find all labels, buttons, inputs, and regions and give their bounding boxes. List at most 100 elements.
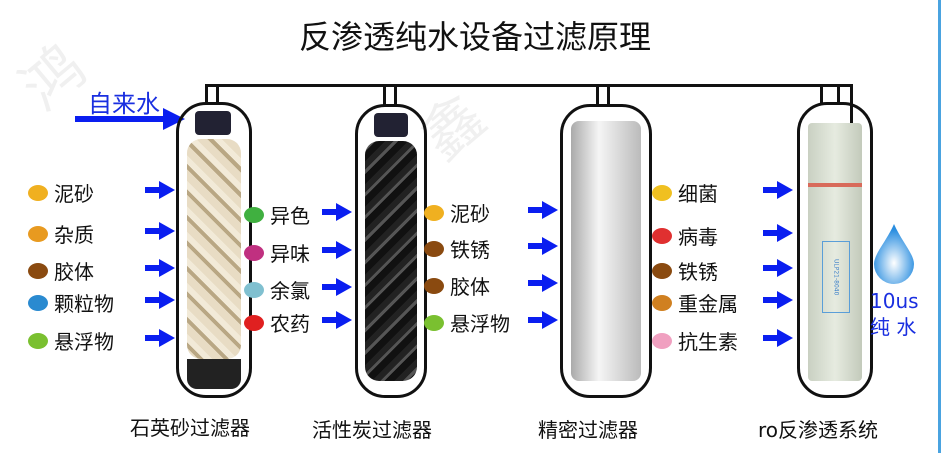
contaminant-item: 胶体 xyxy=(424,271,490,300)
stage-label: 精密过滤器 xyxy=(538,418,638,442)
output-pure-water: 纯 水 xyxy=(870,315,917,339)
contaminant-item: 异色 xyxy=(244,200,310,229)
contaminant-item: 悬浮物 xyxy=(28,326,114,355)
contaminant-icon xyxy=(28,184,48,201)
membrane-label: ULP21-8040 xyxy=(822,241,850,313)
arrow-right-icon xyxy=(145,222,175,240)
contaminant-label: 胶体 xyxy=(54,260,94,284)
pipe-joint xyxy=(205,84,219,104)
arrow-right-icon xyxy=(145,259,175,277)
ro-membrane-vessel: ULP21-8040 xyxy=(797,102,873,398)
stage-label: 活性炭过滤器 xyxy=(312,418,432,442)
contaminant-item: 泥砂 xyxy=(424,198,490,227)
contaminant-label: 余氯 xyxy=(270,279,310,303)
contaminant-icon xyxy=(28,262,48,279)
contaminant-icon xyxy=(28,294,48,311)
contaminant-icon xyxy=(652,294,672,311)
contaminant-item: 铁锈 xyxy=(424,234,490,263)
contaminant-item: 杂质 xyxy=(28,219,94,248)
contaminant-icon xyxy=(424,314,444,331)
carbon-filter-vessel xyxy=(355,104,427,398)
arrow-right-icon xyxy=(145,291,175,309)
arrow-right-icon xyxy=(322,311,352,329)
contaminant-label: 悬浮物 xyxy=(54,330,114,354)
contaminant-label: 铁锈 xyxy=(678,260,718,284)
contaminant-icon xyxy=(424,277,444,294)
sand-filter-vessel xyxy=(176,102,252,398)
precision-filter-vessel xyxy=(560,104,652,398)
pipe-joint xyxy=(820,84,840,104)
contaminant-label: 悬浮物 xyxy=(450,312,510,336)
arrow-right-icon xyxy=(145,181,175,199)
contaminant-icon xyxy=(652,184,672,201)
cartridge-housing xyxy=(571,121,641,381)
contaminant-item: 泥砂 xyxy=(28,178,94,207)
arrow-right-icon xyxy=(528,274,558,292)
membrane-band xyxy=(808,183,862,187)
contaminant-label: 异色 xyxy=(270,204,310,228)
ro-membrane: ULP21-8040 xyxy=(808,123,862,381)
stage-label: ro反渗透系统 xyxy=(758,418,879,442)
contaminant-icon xyxy=(652,262,672,279)
stage-label: 石英砂过滤器 xyxy=(130,416,250,440)
contaminant-item: 悬浮物 xyxy=(424,308,510,337)
vessel-base xyxy=(187,359,241,389)
arrow-right-icon xyxy=(763,224,793,242)
pipe-joint xyxy=(383,84,397,106)
contaminant-icon xyxy=(424,240,444,257)
pipe xyxy=(213,84,853,87)
contaminant-icon xyxy=(424,204,444,221)
arrow-right-icon xyxy=(322,241,352,259)
contaminant-label: 细菌 xyxy=(678,182,718,206)
arrow-right-icon xyxy=(322,203,352,221)
arrow-right-icon xyxy=(763,259,793,277)
contaminant-label: 泥砂 xyxy=(450,202,490,226)
arrow-right-icon xyxy=(528,201,558,219)
valve-head xyxy=(195,111,231,135)
output-conductivity: 10us xyxy=(870,289,919,313)
contaminant-icon xyxy=(652,227,672,244)
contaminant-item: 颗粒物 xyxy=(28,288,114,317)
contaminant-label: 农药 xyxy=(270,312,310,336)
arrow-right-icon xyxy=(528,237,558,255)
inlet-arrow xyxy=(75,108,185,130)
contaminant-icon xyxy=(28,225,48,242)
contaminant-item: 异味 xyxy=(244,238,310,267)
contaminant-label: 杂质 xyxy=(54,223,94,247)
contaminant-label: 抗生素 xyxy=(678,330,738,354)
contaminant-icon xyxy=(244,206,264,223)
arrow-right-icon xyxy=(763,181,793,199)
contaminant-icon xyxy=(244,314,264,331)
contaminant-item: 细菌 xyxy=(652,178,718,207)
valve-head xyxy=(374,113,408,137)
contaminant-label: 铁锈 xyxy=(450,238,490,262)
water-drop-icon xyxy=(874,224,914,284)
inlet-label: 自来水 xyxy=(88,90,160,118)
arrow-right-icon xyxy=(145,329,175,347)
contaminant-icon xyxy=(244,281,264,298)
arrow-right-icon xyxy=(322,278,352,296)
contaminant-icon xyxy=(244,244,264,261)
contaminant-item: 重金属 xyxy=(652,288,738,317)
contaminant-label: 重金属 xyxy=(678,292,738,316)
arrow-right-icon xyxy=(763,329,793,347)
quartz-sand-media xyxy=(187,139,241,359)
contaminant-label: 泥砂 xyxy=(54,182,94,206)
activated-carbon-media xyxy=(365,141,417,381)
contaminant-label: 病毒 xyxy=(678,225,718,249)
contaminant-item: 病毒 xyxy=(652,221,718,250)
contaminant-icon xyxy=(652,332,672,349)
contaminant-item: 抗生素 xyxy=(652,326,738,355)
right-border xyxy=(938,0,941,453)
contaminant-item: 胶体 xyxy=(28,256,94,285)
pipe-joint xyxy=(596,84,610,106)
contaminant-item: 农药 xyxy=(244,308,310,337)
contaminant-item: 铁锈 xyxy=(652,256,718,285)
arrow-right-icon xyxy=(763,291,793,309)
contaminant-icon xyxy=(28,332,48,349)
contaminant-item: 余氯 xyxy=(244,275,310,304)
contaminant-label: 异味 xyxy=(270,242,310,266)
page-title: 反渗透纯水设备过滤原理 xyxy=(298,18,651,56)
contaminant-label: 胶体 xyxy=(450,275,490,299)
